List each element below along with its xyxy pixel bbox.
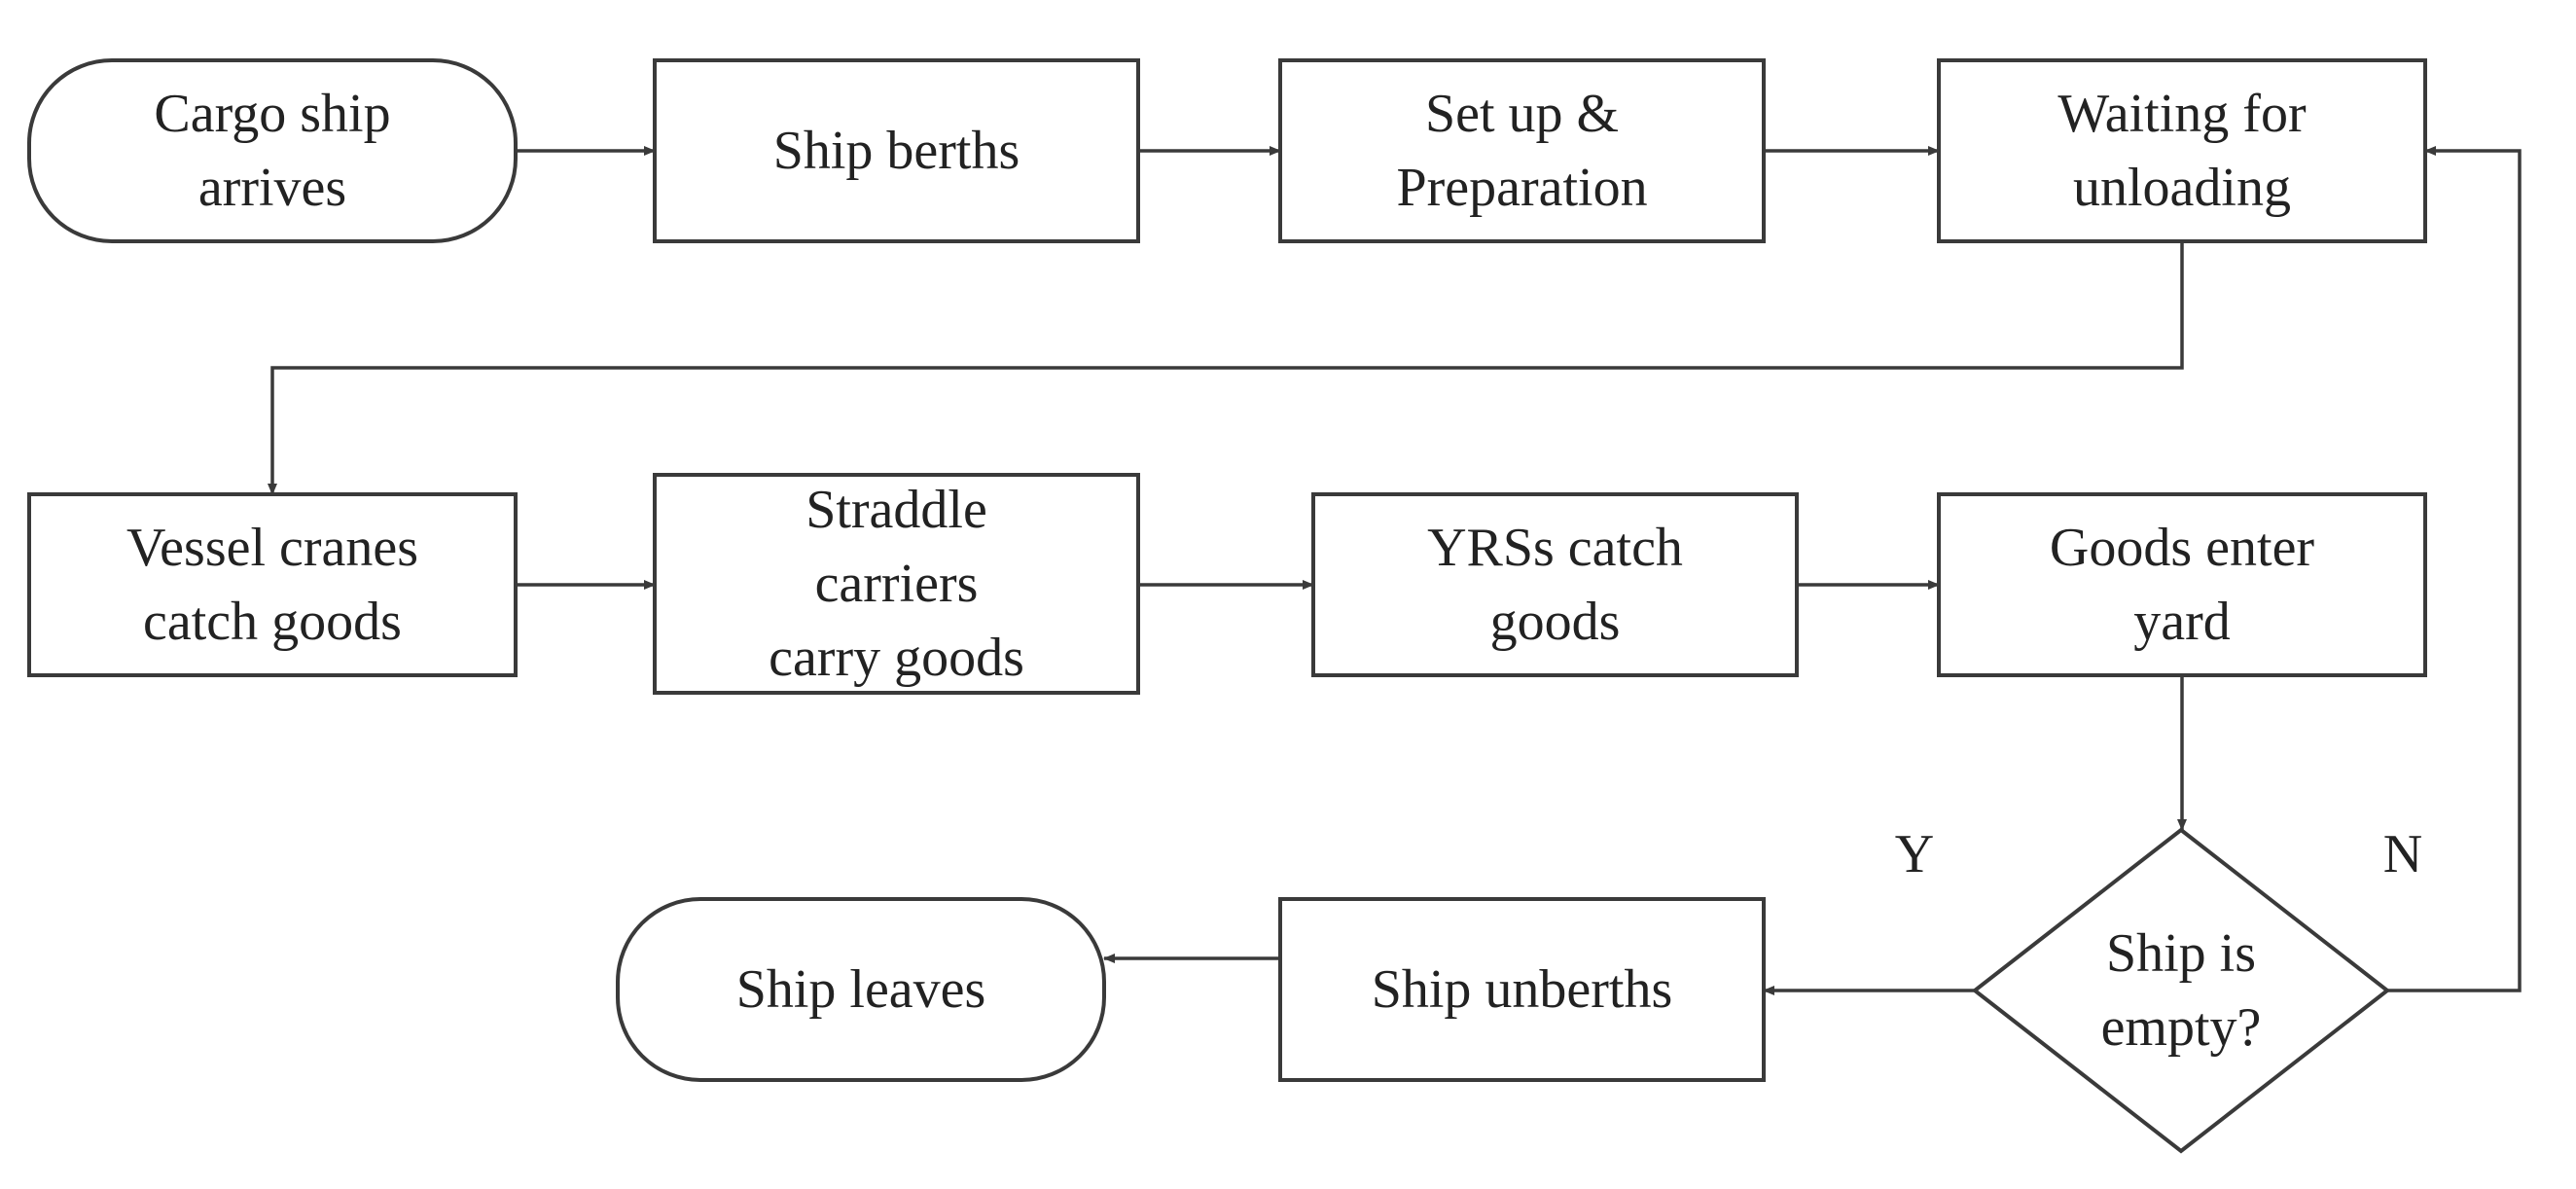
node-label-line: Preparation	[1396, 158, 1647, 218]
node-ship-unberths: Ship unberths	[1278, 897, 1766, 1082]
node-label-line: Vessel cranes	[126, 518, 418, 578]
node-ship-berths: Ship berths	[653, 58, 1140, 243]
node-label-line: goods	[1490, 592, 1621, 652]
node-label-line: Set up &	[1425, 84, 1619, 144]
terminal-shape	[27, 58, 518, 243]
process-box	[653, 473, 1140, 695]
process-box	[1278, 897, 1766, 1082]
node-label-line: Ship berths	[773, 121, 1020, 181]
node-cargo-ship-arrives: Cargo ship arrives	[27, 58, 518, 243]
node-vessel-cranes: Vessel cranes catch goods	[27, 492, 518, 677]
node-label-line: yard	[2133, 592, 2231, 652]
node-goods-enter-yard: Goods enter yard	[1937, 492, 2427, 677]
node-label-line: Waiting for	[2057, 84, 2307, 144]
node-yrss-catch: YRSs catch goods	[1311, 492, 1799, 677]
process-box	[1311, 492, 1799, 677]
edge-ship-is-empty-to-waiting-for-unloading	[2387, 146, 2522, 992]
node-label-line: Ship is	[2106, 923, 2256, 984]
node-waiting-for-unloading: Waiting for unloading	[1937, 58, 2427, 243]
nodes-layer: Cargo ship arrives Ship berths Set up & Prep…	[27, 58, 2427, 1154]
node-label-line: Straddle	[805, 480, 987, 540]
node-label-line: Ship leaves	[736, 959, 986, 1020]
node-setup-preparation: Set up & Preparation	[1278, 58, 1766, 243]
node-straddle-carriers: Straddle carriers carry goods	[653, 473, 1140, 695]
process-box	[1937, 58, 2427, 243]
edge-label-y: Y	[1895, 824, 1934, 884]
node-label-line: arrives	[198, 158, 346, 218]
node-label-line: unloading	[2073, 158, 2291, 218]
process-box	[27, 492, 518, 677]
process-box	[1937, 492, 2427, 677]
decision-diamond	[1971, 827, 2391, 1154]
node-label-line: Goods enter	[2050, 518, 2315, 578]
node-ship-leaves: Ship leaves	[616, 897, 1106, 1082]
node-ship-is-empty: Ship is empty?	[1971, 827, 2391, 1154]
edges-layer	[268, 146, 2522, 995]
node-label-line: carriers	[815, 554, 979, 614]
process-box	[1278, 58, 1766, 243]
node-label-line: empty?	[2101, 997, 2262, 1058]
node-label-line: Cargo ship	[154, 84, 390, 144]
edge-label-n: N	[2383, 824, 2422, 884]
terminal-shape	[616, 897, 1106, 1082]
node-label-line: catch goods	[143, 592, 402, 652]
edge-waiting-for-unloading-to-vessel-cranes	[268, 241, 2184, 495]
node-label-line: Ship unberths	[1372, 959, 1673, 1020]
node-label-line: carry goods	[769, 628, 1024, 688]
process-box	[653, 58, 1140, 243]
node-label-line: YRSs catch	[1427, 518, 1683, 578]
